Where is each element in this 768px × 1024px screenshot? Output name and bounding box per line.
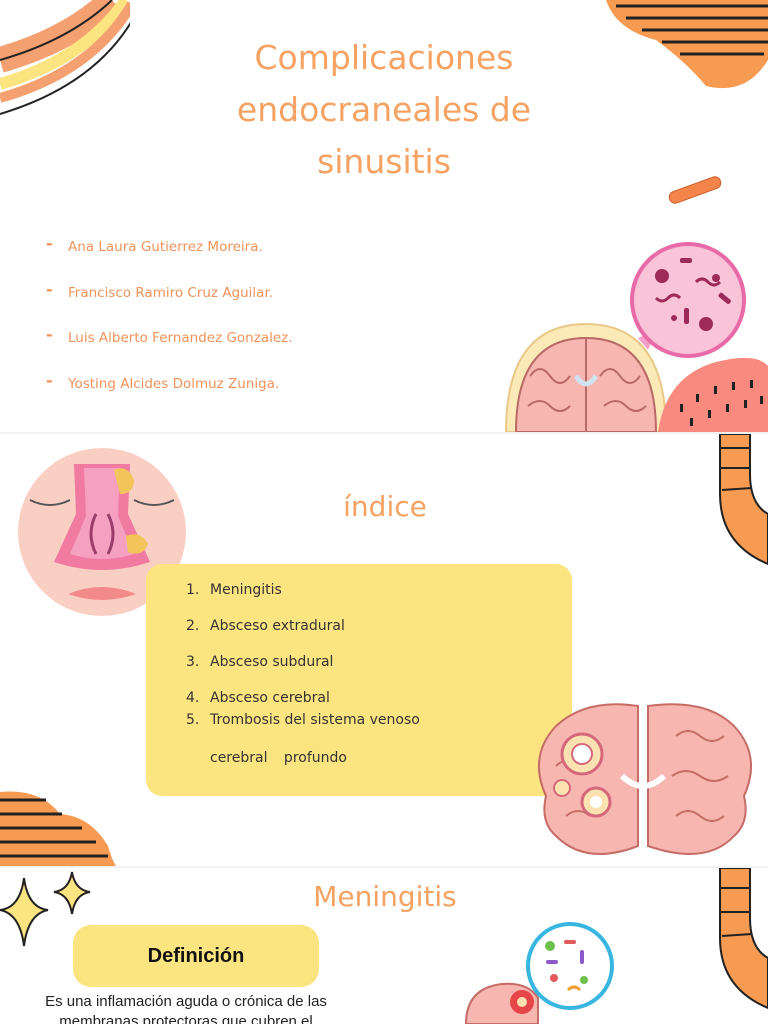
meningitis-slide: Meningitis Definición Es una inflamación… (0, 868, 768, 1024)
striped-blob-decoration (606, 0, 768, 89)
author-item: - Luis Alberto Fernandez Gonzalez. (46, 327, 293, 373)
sparkle-star-icon (0, 871, 91, 947)
definition-text: Es una inflamación aguda o crónica de la… (45, 993, 327, 1024)
index-item: 2. Absceso extradural (186, 616, 420, 636)
author-list: - Ana Laura Gutierrez Moreira. - Francis… (46, 236, 293, 418)
section-title: Meningitis (313, 880, 457, 913)
index-label: Absceso extradural (210, 618, 345, 634)
index-number: 3. (186, 654, 200, 670)
definition-box: Definición (73, 925, 319, 987)
index-slide: índice 1. Meningitis 2. Absceso extradur… (0, 434, 768, 866)
index-number: 4. (186, 690, 200, 706)
title-line: sinusitis (317, 142, 451, 181)
striped-tube-decoration (719, 868, 768, 1010)
index-label: Absceso cerebral (210, 690, 330, 706)
index-label: Trombosis del sistema venoso (210, 712, 420, 728)
capsule-decoration (668, 176, 722, 204)
index-item: 1. Meningitis (186, 580, 420, 600)
index-item: 3. Absceso subdural (186, 652, 420, 672)
index-item: 4. Absceso cerebral (186, 688, 420, 708)
author-item: - Ana Laura Gutierrez Moreira. (46, 236, 293, 282)
index-item-continuation: cerebral profundo (210, 750, 347, 766)
rainbow-stripes-decoration (0, 0, 130, 115)
index-label: Meningitis (210, 582, 282, 598)
bullet-dash: - (46, 370, 53, 390)
bullet-dash: - (46, 325, 53, 344)
definition-label: Definición (147, 944, 245, 967)
author-name: Yosting Alcides Dolmuz Zuniga. (68, 375, 280, 392)
head-illustration (464, 982, 539, 1024)
bacteria-magnifier-icon (630, 242, 746, 358)
index-number: 5. (186, 712, 200, 728)
author-item: - Francisco Ramiro Cruz Aguilar. (46, 279, 293, 328)
bacteria-magnifier-icon (526, 922, 614, 1010)
bullet-dash: - (46, 234, 53, 253)
author-name: Ana Laura Gutierrez Moreira. (68, 239, 263, 255)
index-list: 1. Meningitis 2. Absceso extradural 3. A… (186, 580, 420, 730)
author-item: - Yosting Alcides Dolmuz Zuniga. (46, 370, 293, 419)
striped-tube-decoration (719, 434, 768, 566)
title-line: Complicaciones (254, 38, 514, 77)
index-item: 5. Trombosis del sistema venoso (186, 710, 420, 730)
presentation-title: Complicaciones endocraneales de sinusiti… (200, 32, 568, 188)
index-number: 1. (186, 582, 200, 598)
dotted-blob-decoration (658, 357, 768, 432)
title-line: endocraneales de (236, 90, 532, 129)
brain-cross-section-illustration (504, 322, 668, 432)
author-name: Francisco Ramiro Cruz Aguilar. (68, 284, 274, 301)
striped-blob-decoration (0, 791, 116, 866)
title-slide: Complicaciones endocraneales de sinusiti… (0, 0, 768, 432)
slide-divider (0, 866, 768, 868)
index-label: Absceso subdural (210, 654, 334, 670)
index-box: 1. Meningitis 2. Absceso extradural 3. A… (146, 564, 572, 796)
brain-abscess-illustration (538, 703, 752, 855)
index-title: índice (343, 490, 427, 523)
sinus-face-illustration (18, 448, 186, 616)
author-name: Luis Alberto Fernandez Gonzalez. (68, 330, 293, 346)
slide-divider (0, 432, 768, 434)
index-number: 2. (186, 618, 200, 634)
bullet-dash: - (46, 279, 53, 299)
